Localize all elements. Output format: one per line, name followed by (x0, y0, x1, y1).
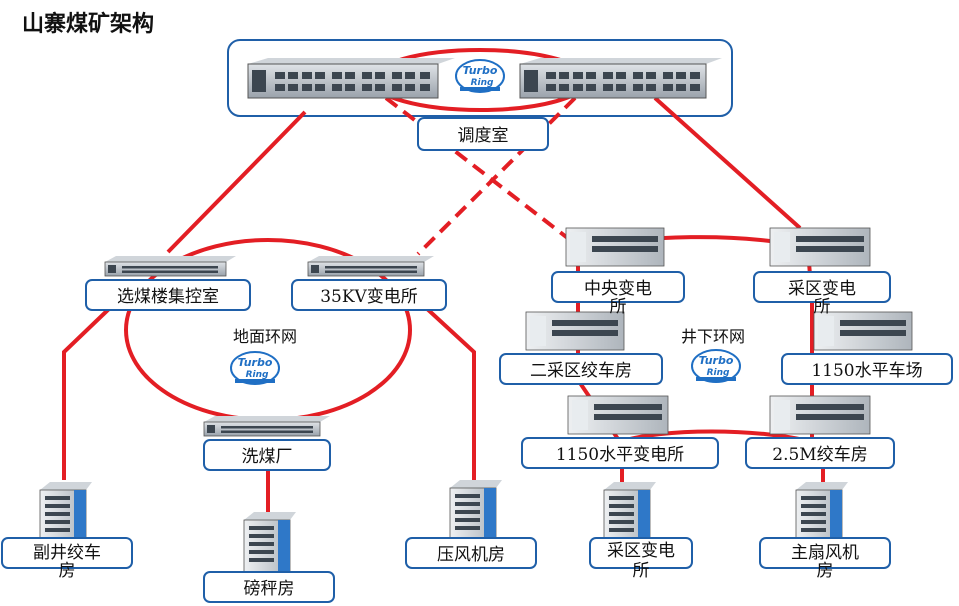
core-switch-right (519, 58, 722, 99)
turbo-ring-logo-top (455, 59, 505, 93)
box-winch2 (499, 353, 663, 385)
label-mining-sub2-1: 采区变电 (607, 541, 675, 561)
box-mining-sub2 (589, 537, 693, 569)
label-coal-select: 选煤楼集控室 (117, 287, 219, 307)
label-central-sub-1: 中央变电 (584, 279, 652, 299)
switch-wash (203, 416, 330, 437)
box-coal-select (85, 279, 251, 311)
switch-35kv (307, 256, 434, 277)
label-wash: 洗煤厂 (242, 447, 293, 467)
turbo-ring-logo-underground (691, 349, 741, 383)
edge-switch-scale (243, 512, 296, 573)
box-central-sub (551, 271, 685, 303)
core-switch-left (247, 58, 455, 99)
switch-sub1150 (567, 395, 669, 435)
label-mining-sub2-2: 所 (633, 561, 650, 581)
box-compressor (405, 537, 537, 569)
box-yard1150 (781, 353, 953, 385)
backup-link-35kv (416, 96, 577, 256)
label-winch25m: 2.5M绞车房 (772, 445, 867, 465)
switch-winch2 (525, 311, 625, 351)
switch-coal-select (104, 256, 236, 277)
label-winch2: 二采区绞车房 (530, 361, 632, 381)
box-main-fan (759, 537, 891, 569)
box-wash (203, 439, 331, 471)
edge-switch-compressor (449, 480, 502, 541)
label-compressor: 压风机房 (437, 545, 505, 565)
label-mining-sub-1: 采区变电 (788, 279, 856, 299)
label-underground-ring: 井下环网 (681, 327, 745, 346)
label-main-fan-1: 主扇风机 (791, 543, 859, 563)
label-main-fan-2: 房 (817, 561, 834, 581)
switch-central-sub (565, 227, 665, 267)
box-35kv (291, 279, 447, 311)
label-central-sub-2: 所 (610, 297, 627, 317)
box-winch25m (745, 437, 895, 469)
label-sub1150: 1150水平变电所 (556, 445, 684, 465)
box-scale (203, 571, 335, 603)
page-title: 山寨煤矿架构 (22, 12, 155, 37)
label-mining-sub-2: 所 (814, 297, 831, 317)
backup-link-central (384, 96, 580, 248)
label-aux-shaft-1: 副井绞车 (33, 543, 101, 563)
edge-switch-aux-shaft (39, 482, 92, 547)
backup-links (384, 96, 580, 256)
label-aux-shaft-2: 房 (59, 561, 76, 581)
link-aux-shaft (62, 304, 114, 480)
switch-winch25m (769, 395, 871, 435)
box-aux-shaft (1, 537, 133, 569)
label-35kv: 35KV变电所 (320, 287, 418, 307)
edge-switch-mining-sub2 (603, 482, 656, 543)
link-compressor (422, 304, 476, 480)
box-sub1150 (521, 437, 719, 469)
box-dispatch (417, 117, 549, 151)
label-boxes (1, 117, 953, 603)
label-surface-ring: 地面环网 (233, 327, 297, 346)
link-dispatch-mining-sub (653, 96, 802, 230)
link-dispatch-coal-select (166, 110, 307, 254)
label-dispatch: 调度室 (458, 126, 509, 146)
label-yard1150: 1150水平车场 (811, 361, 922, 381)
switch-yard1150 (813, 311, 913, 351)
label-scale: 磅秤房 (244, 579, 295, 599)
turbo-ring-logo-surface (230, 351, 280, 385)
box-mining-sub (753, 271, 891, 303)
edge-switch-main-fan (795, 482, 848, 543)
switch-mining-sub (769, 227, 871, 267)
